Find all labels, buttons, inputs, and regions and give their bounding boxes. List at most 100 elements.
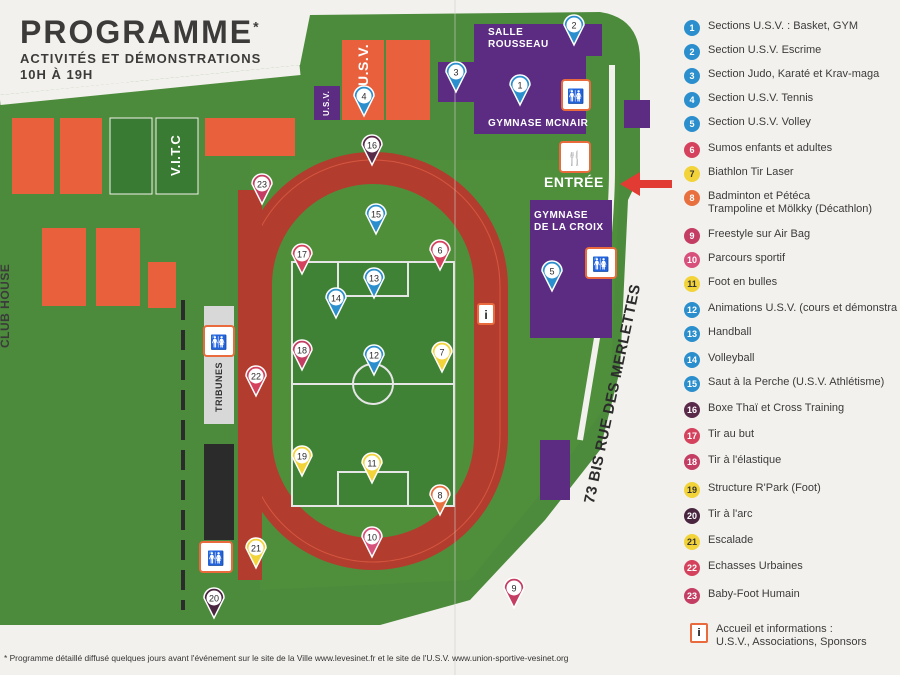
pin-badge — [254, 176, 270, 192]
pin-number: 5 — [549, 267, 554, 277]
pin-number: 7 — [439, 348, 444, 358]
legend-label: Foot en bulles — [708, 276, 778, 288]
legend-label: Sumos enfants et adultes — [708, 142, 833, 154]
court-top-right — [205, 118, 295, 156]
legend-label: Saut à la Perche (U.S.V. Athlétisme) — [708, 376, 885, 388]
map-pin-18[interactable]: 18 — [291, 339, 313, 372]
legend-label: Structure R'Park (Foot) — [708, 482, 821, 494]
svg-text:i: i — [484, 308, 487, 322]
legend-label: Sections U.S.V. : Basket, GYM — [708, 20, 858, 32]
court-left-1 — [12, 118, 54, 194]
map-pin-16[interactable]: 16 — [361, 134, 383, 167]
map-pin-15[interactable]: 15 — [365, 203, 387, 236]
legend-label: Badminton et Pétéca Trampoline et Mölkky… — [708, 190, 873, 215]
info-icon: i — [690, 623, 708, 643]
label-salle-rousseau: SALLE ROUSSEAU — [488, 27, 549, 50]
toilets-icon-croix: 🚻 — [585, 247, 617, 279]
path-top — [0, 65, 301, 105]
pin-badge — [356, 88, 372, 104]
legend-number-badge: 15 — [684, 376, 700, 392]
pin-badge — [248, 540, 264, 556]
map-pin-12[interactable]: 12 — [363, 344, 385, 377]
label-usv-small: U.S.V. — [322, 90, 331, 116]
map-pin-22[interactable]: 22 — [245, 365, 267, 398]
pin-number: 21 — [251, 544, 261, 554]
svg-text:🚻: 🚻 — [592, 256, 609, 273]
court-left-2 — [60, 118, 102, 194]
legend-number-badge: 4 — [684, 92, 700, 108]
court-vitc-2 — [155, 117, 199, 195]
pin-badge — [206, 590, 222, 606]
map-pin-4[interactable]: 4 — [353, 85, 375, 118]
page-hours: 10H À 19H — [20, 67, 94, 82]
map-pin-23[interactable]: 23 — [251, 173, 273, 206]
map-pin-3[interactable]: 3 — [445, 61, 467, 94]
legend-label: Handball — [708, 326, 752, 338]
court-vitc-1 — [109, 117, 153, 195]
label-entree: ENTRÉE — [544, 174, 604, 190]
legend-label: Freestyle sur Air Bag — [708, 228, 811, 240]
building-usv-small — [314, 86, 340, 120]
pin-badge — [434, 344, 450, 360]
legend-label: Section U.S.V. Escrime — [708, 44, 822, 56]
pin-number: 4 — [361, 92, 366, 102]
legend-number-badge: 22 — [684, 560, 700, 576]
court-mid-2 — [96, 228, 140, 306]
map-pin-7[interactable]: 7 — [431, 341, 453, 374]
pin-badge — [506, 580, 522, 596]
legend-number-badge: 20 — [684, 508, 700, 524]
pin-number: 18 — [297, 346, 307, 356]
legend-label: Tir à l'arc — [708, 508, 753, 520]
legend-number-badge: 18 — [684, 454, 700, 470]
map-pin-10[interactable]: 10 — [361, 526, 383, 559]
legend-number-badge: 5 — [684, 116, 700, 132]
pin-number: 12 — [369, 351, 379, 361]
pin-badge — [364, 455, 380, 471]
label-gymnase-mcnair: GYMNASE MCNAIR — [488, 118, 589, 129]
pin-badge — [248, 368, 264, 384]
pin-number: 6 — [437, 246, 442, 256]
legend-label: Baby-Foot Humain — [708, 588, 800, 600]
legend-number-badge: 3 — [684, 68, 700, 84]
building-small-right — [624, 100, 650, 128]
legend-label: Animations U.S.V. (cours et démonstra — [708, 302, 898, 314]
legend-item-15: 15 Saut à la Perche (U.S.V. Athlétisme) — [684, 376, 884, 396]
pin-number: 11 — [367, 459, 376, 469]
map-pin-20[interactable]: 20 — [203, 587, 225, 620]
map-pin-14[interactable]: 14 — [325, 287, 347, 320]
svg-text:🚻: 🚻 — [207, 550, 224, 567]
map-pin-9[interactable]: 9 — [503, 577, 525, 610]
map-pin-6[interactable]: 6 — [429, 239, 451, 272]
map-pin-13[interactable]: 13 — [363, 267, 385, 300]
map-pin-21[interactable]: 21 — [245, 537, 267, 570]
map-pin-5[interactable]: 5 — [541, 260, 563, 293]
map-pin-19[interactable]: 19 — [291, 445, 313, 478]
label-vitc: V.I.T.C — [168, 134, 183, 176]
pin-badge — [432, 242, 448, 258]
map-pin-1[interactable]: 1 — [509, 74, 531, 107]
pin-number: 3 — [453, 68, 458, 78]
map-pin-17[interactable]: 17 — [291, 243, 313, 276]
page-title: PROGRAMME* — [20, 14, 261, 50]
pin-number: 16 — [367, 141, 377, 151]
map-pin-11[interactable]: 11 — [361, 452, 383, 485]
label-club-house: CLUB HOUSE — [0, 263, 12, 348]
map-pin-2[interactable]: 2 — [563, 14, 585, 47]
building-bottom-right — [540, 440, 570, 500]
pin-badge — [294, 342, 310, 358]
map-pin-8[interactable]: 8 — [429, 484, 451, 517]
pin-badge — [544, 263, 560, 279]
info-icon-map: i — [477, 303, 495, 325]
